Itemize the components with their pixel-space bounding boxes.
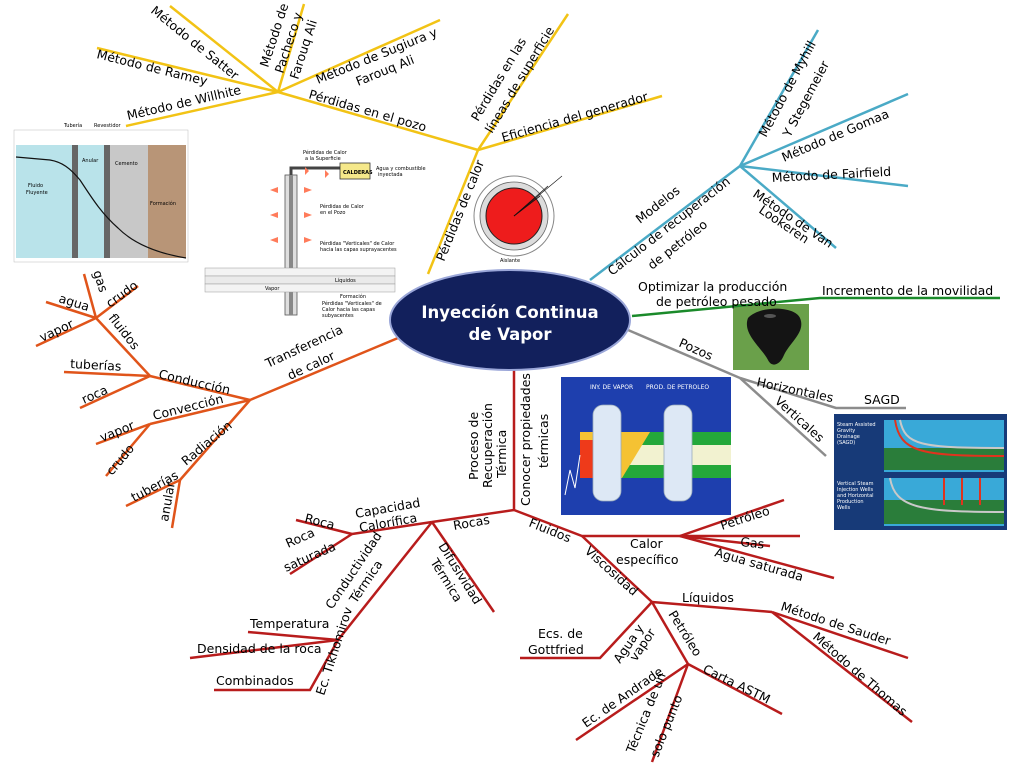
horizontales-label: Horizontales [755, 374, 834, 405]
steam-injection-image: INY. DE VAPOR PROD. DE PETROLEO [561, 377, 731, 515]
metodo-fairfield-label: Método de Fairfield [771, 164, 891, 185]
central-node: Inyección Continua de Vapor [389, 269, 631, 371]
sagd-title-3: Drainage [837, 434, 860, 440]
fluidos-label: fluidos [106, 311, 143, 353]
liquidos-label: Líquidos [335, 277, 356, 284]
well-temperature-profile-image: Tubería Revestidor Fluido Fluyente Anula… [13, 122, 189, 263]
sagd-title-2: Gravity [837, 428, 855, 434]
liquidos-label: Líquidos [682, 590, 734, 605]
sagd-image: Steam Assisted Gravity Drainage (SAGD) V… [834, 414, 1007, 530]
modelos-branch [589, 29, 909, 281]
perdidas-superficie-label-2: a la Superficie [305, 156, 341, 162]
transferencia-branch [35, 273, 399, 529]
pipe-cross-section-image: Aislante [473, 175, 563, 264]
anular-label: anular [156, 480, 178, 523]
proceso-recuperacion-label: Proceso de [466, 412, 481, 480]
optimizar-label-2: de petróleo pesado [656, 294, 777, 309]
perdidas-verticales-label-2: hacia las capas suprayacentes [320, 247, 397, 253]
metodo-willhite-label: Método de Willhite [125, 82, 242, 123]
tuberia-label: Tubería [63, 122, 82, 129]
pozos-branch [627, 328, 906, 457]
formacion-label-2: Formación [340, 293, 366, 300]
proceso-recuperacion-label-3: Térmica [494, 430, 509, 479]
revestidor-label: Revestidor [94, 123, 122, 129]
perdidas-verticales-sub-label-2: Calor hacia las capas [322, 307, 375, 313]
central-node-title: Inyección Continua [421, 303, 598, 322]
formacion-label: Formación [150, 200, 176, 207]
proceso-recuperacion-label-2: Recuperación [480, 403, 495, 488]
calor-especifico-label-2: específico [616, 552, 679, 567]
well-heat-loss-diagram-image: CALDERAS Pérdidas de Calor a la Superfic… [200, 149, 426, 320]
prod-petroleo-label: PROD. DE PETROLEO [646, 384, 709, 391]
radiacion-label: Radiación [178, 418, 234, 469]
ecs-gottfried-label: Ecs. de [538, 626, 583, 641]
proceso-branch [189, 366, 913, 763]
carta-astm-label: Carta ASTM [701, 661, 773, 706]
sagd-title-1: Steam Assisted [837, 422, 876, 428]
heavy-oil-photo [733, 304, 809, 370]
metodo-ramey-label: Método de Ramey [95, 46, 209, 88]
perdidas-verticales-sub-label: Pérdidas "Verticales" de [322, 300, 382, 307]
temperatura-label: Temperatura [249, 616, 329, 631]
incremento-movilidad-label: Incremento de la movilidad [822, 283, 993, 298]
perdidas-verticales-label: Pérdidas "Verticales" de Calor [320, 240, 395, 247]
sagd-vertical-5: Wells [837, 505, 851, 511]
calor-especifico-label: Calor [630, 536, 664, 551]
sagd-label: SAGD [864, 392, 900, 407]
perdidas-verticales-sub-label-3: subyacentes [322, 313, 354, 319]
gas-label: gas [90, 268, 111, 294]
cemento-label: Cemento [115, 161, 138, 167]
agua-combustible-label-2: inyectada [378, 172, 403, 178]
fluyente-label: Fluyente [26, 190, 48, 196]
perdidas-en-el-pozo-label: Pérdidas en el pozo [307, 86, 428, 134]
roca-label: roca [79, 382, 110, 407]
fluido-label: Fluido [28, 183, 43, 189]
conocer-propiedades-label: Conocer propiedades [518, 373, 533, 506]
optimizar-branch [631, 296, 1000, 318]
densidad-roca-label: Densidad de la roca [197, 641, 321, 656]
vapor-label: Vapor [265, 286, 280, 292]
rocas-label: Rocas [452, 512, 491, 533]
vapor-label: vapor [37, 316, 77, 345]
sagd-vertical-4: Production [837, 499, 864, 505]
anular-label: Anular [82, 158, 99, 164]
perdidas-de-calor-branch [96, 3, 663, 275]
sagd-title-4: (SAGD) [837, 440, 855, 446]
calderas-label: CALDERAS [343, 170, 373, 176]
vapor-2-label: vapor [98, 417, 138, 445]
tuberias-label: tuberías [70, 356, 122, 374]
perdidas-pozo-label: Pérdidas de Calor [320, 203, 365, 210]
ecs-gottfried-label-2: Gottfried [528, 642, 584, 657]
aislante-label: Aislante [500, 258, 520, 264]
crudo-2-label: crudo [103, 441, 137, 478]
perdidas-pozo-label-2: en el Pozo [320, 210, 345, 216]
fluidos-proceso-label: Fluidos [527, 515, 574, 545]
iny-vapor-label: INY. DE VAPOR [590, 384, 633, 391]
roca-rocas-label: Roca [303, 510, 336, 532]
conveccion-label: Convección [151, 391, 225, 423]
sagd-vertical-2: Injection Wells [837, 487, 874, 493]
eficiencia-generador-label: Eficiencia del generador [500, 88, 651, 144]
conocer-propiedades-label-2: térmicas [536, 414, 551, 468]
perdidas-superficie-label: Pérdidas de Calor [303, 149, 348, 156]
gas-calor-label: Gas [740, 534, 765, 551]
agua-combustible-label: Agua y combustible [376, 166, 426, 172]
central-node-title-2: de Vapor [468, 325, 552, 344]
optimizar-label: Optimizar la producción [638, 279, 787, 294]
metodo-sauder-label: Método de Sauder [779, 599, 893, 649]
sagd-vertical-1: Vertical Steam [837, 481, 874, 487]
combinados-label: Combinados [216, 673, 294, 688]
sagd-vertical-3: and Horizontal [837, 493, 874, 499]
